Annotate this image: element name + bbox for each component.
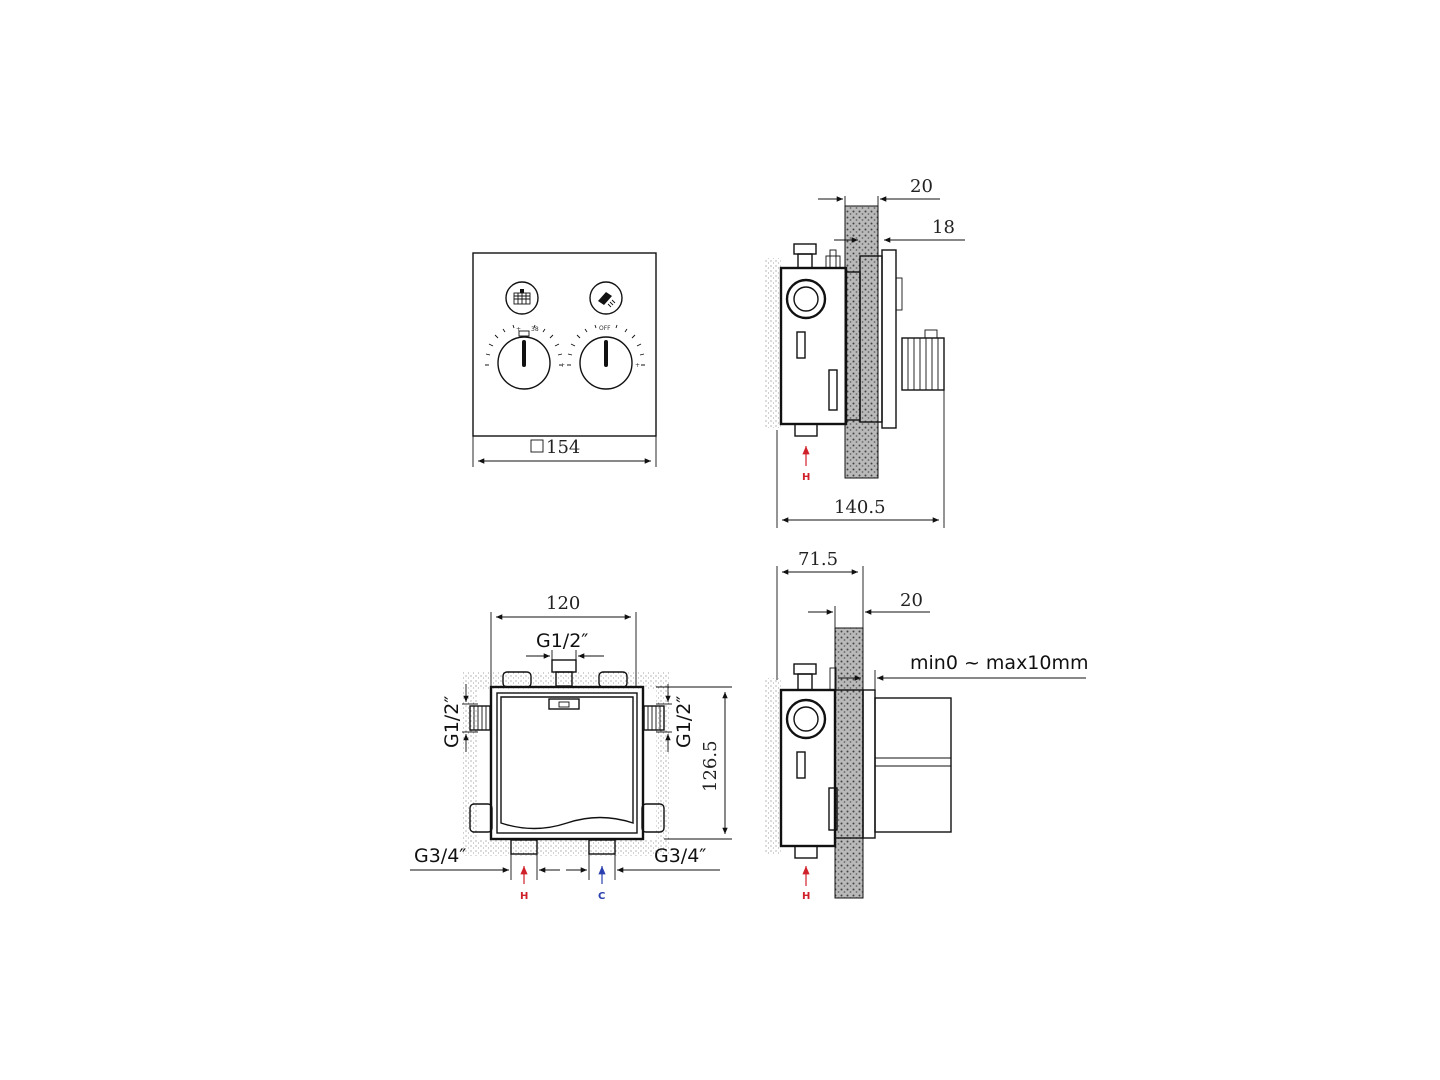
body-width-label: 120 — [546, 593, 580, 614]
side-view-bottom: H 71.5 20 min0 ~ max10mm — [764, 549, 1089, 902]
front-view: + 38 OFF - + - + 154 — [472, 252, 657, 467]
cover-plate — [472, 252, 657, 437]
valve-housing — [500, 696, 634, 830]
body-right-thread: G1/2″ — [673, 696, 695, 748]
knob-side — [901, 337, 945, 391]
side-top-inlet-label: H — [802, 472, 810, 483]
valve-body — [779, 266, 848, 426]
right-knob — [579, 336, 633, 390]
side-bottom-wall-label: 20 — [900, 590, 923, 611]
sleeve — [874, 697, 952, 833]
body-cold-label: C — [598, 891, 605, 902]
body-top-thread: G1/2″ — [536, 630, 588, 652]
knob-left-scale: 38 — [531, 326, 539, 333]
body-bottom-left-thread: G3/4″ — [414, 845, 466, 867]
svg-text:+: + — [516, 326, 521, 333]
side-top-offset-label: 18 — [932, 217, 955, 238]
side-view-top: H 20 18 140.5 — [764, 176, 965, 528]
outlet-port-bottom — [785, 698, 827, 740]
shower-icon — [589, 281, 623, 315]
side-bottom-inlet-label: H — [802, 891, 810, 902]
svg-text:-: - — [487, 362, 489, 369]
svg-text:+: + — [560, 362, 565, 369]
side-bottom-depth-label: 71.5 — [798, 549, 838, 570]
body-bottom-right-thread: G3/4″ — [654, 845, 706, 867]
body-hot-label: H — [520, 891, 528, 902]
svg-text:-: - — [568, 362, 570, 369]
knob-right-scale: OFF — [599, 325, 611, 332]
left-knob — [497, 336, 551, 390]
body-height-label: 126.5 — [700, 740, 721, 792]
svg-text:+: + — [635, 362, 640, 369]
front-width-label: 154 — [546, 437, 580, 458]
side-top-wall-label: 20 — [910, 176, 933, 197]
cover-plate-side — [881, 249, 897, 429]
side-top-depth-label: 140.5 — [834, 497, 886, 518]
bath-icon — [505, 281, 539, 315]
body-left-thread: G1/2″ — [441, 696, 463, 748]
mounting-frame — [489, 685, 645, 841]
wall-section-bottom — [834, 627, 864, 899]
body-view: H C 120 G1/2″ G1/2″ G1/2″ 126.5 — [410, 593, 732, 902]
side-bottom-range-label: min0 ~ max10mm — [910, 652, 1089, 674]
outlet-port — [785, 278, 827, 320]
square-symbol — [530, 439, 544, 453]
wall-section — [844, 205, 879, 479]
